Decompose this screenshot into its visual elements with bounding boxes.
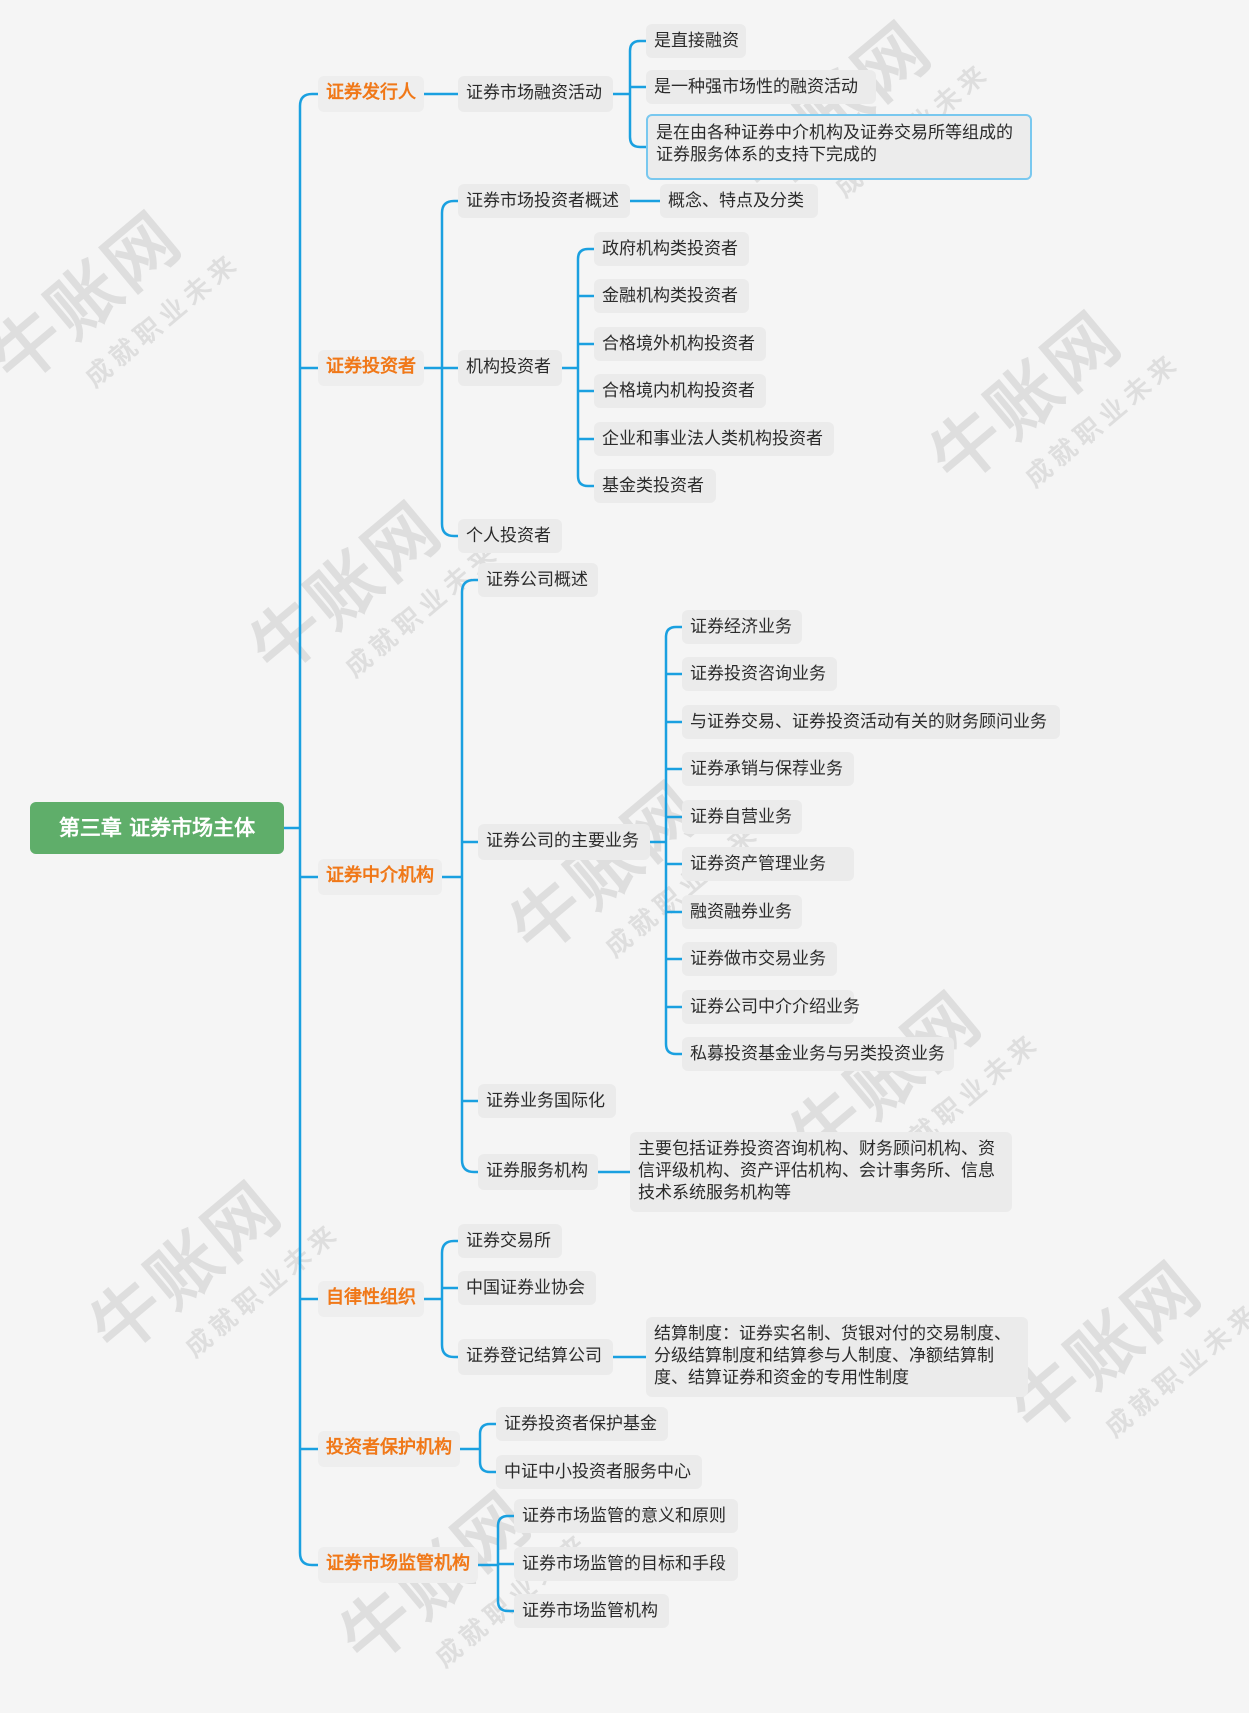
leaf-business-7[interactable]: 证券做市交易业务 xyxy=(682,942,837,976)
subtopic-stock-exchange[interactable]: 证券交易所 xyxy=(458,1224,562,1258)
leaf-institutional-2[interactable]: 合格境外机构投资者 xyxy=(594,327,766,361)
leaf-institutional-4[interactable]: 企业和事业法人类机构投资者 xyxy=(594,422,834,456)
leaf-institutional-1[interactable]: 金融机构类投资者 xyxy=(594,279,749,313)
leaf-service-system[interactable]: 是在由各种证券中介机构及证券交易所等组成的证券服务体系的支持下完成的 xyxy=(646,114,1032,180)
connector-bracket xyxy=(298,92,318,1567)
connector-bracket xyxy=(440,1239,458,1359)
connector-lines xyxy=(284,39,682,1613)
category-2[interactable]: 证券中介机构 xyxy=(318,859,442,895)
leaf-business-9[interactable]: 私募投资基金业务与另类投资业务 xyxy=(682,1037,954,1071)
leaf-business-4[interactable]: 证券自营业务 xyxy=(682,800,802,834)
subtopic-clearing-company[interactable]: 证券登记结算公司 xyxy=(458,1339,613,1375)
leaf-service-institution-detail[interactable]: 主要包括证券投资咨询机构、财务顾问机构、资信评级机构、资产评估机构、会计事务所、… xyxy=(630,1132,1012,1212)
connector-bracket xyxy=(496,1514,514,1613)
category-5[interactable]: 证券市场监管机构 xyxy=(318,1547,478,1583)
root-topic[interactable]: 第三章 证券市场主体 xyxy=(30,802,284,854)
connector-bracket xyxy=(440,199,458,538)
subtopic-securities-company-overview[interactable]: 证券公司概述 xyxy=(478,563,598,597)
subtopic-internationalization[interactable]: 证券业务国际化 xyxy=(478,1084,616,1118)
leaf-institutional-3[interactable]: 合格境内机构投资者 xyxy=(594,374,766,408)
leaf-business-5[interactable]: 证券资产管理业务 xyxy=(682,847,854,881)
connector-bracket xyxy=(576,247,594,488)
category-1[interactable]: 证券投资者 xyxy=(318,350,424,386)
subtopic-service-institution[interactable]: 证券服务机构 xyxy=(478,1154,598,1190)
leaf-institutional-0[interactable]: 政府机构类投资者 xyxy=(594,232,749,266)
subtopic-regulation-institution[interactable]: 证券市场监管机构 xyxy=(514,1594,669,1628)
connector-bracket xyxy=(628,39,646,149)
leaf-business-6[interactable]: 融资融券业务 xyxy=(682,895,802,929)
leaf-business-2[interactable]: 与证券交易、证券投资活动有关的财务顾问业务 xyxy=(682,705,1060,739)
subtopic-institutional-investor[interactable]: 机构投资者 xyxy=(458,350,562,386)
leaf-business-1[interactable]: 证券投资咨询业务 xyxy=(682,657,837,691)
subtopic-investor-overview[interactable]: 证券市场投资者概述 xyxy=(458,184,630,218)
leaf-market-financing[interactable]: 是一种强市场性的融资活动 xyxy=(646,70,876,104)
subtopic-regulation-goals[interactable]: 证券市场监管的目标和手段 xyxy=(514,1547,738,1581)
leaf-concept-features[interactable]: 概念、特点及分类 xyxy=(660,184,818,218)
leaf-business-8[interactable]: 证券公司中介介绍业务 xyxy=(682,990,860,1024)
subtopic-protection-fund[interactable]: 证券投资者保护基金 xyxy=(496,1407,668,1441)
leaf-business-3[interactable]: 证券承销与保荐业务 xyxy=(682,752,854,786)
connector-bracket xyxy=(478,1422,496,1474)
leaf-institutional-5[interactable]: 基金类投资者 xyxy=(594,469,716,503)
subtopic-main-business[interactable]: 证券公司的主要业务 xyxy=(478,824,650,860)
subtopic-small-investor-center[interactable]: 中证中小投资者服务中心 xyxy=(496,1455,702,1489)
connector-bracket xyxy=(664,625,682,1056)
category-0[interactable]: 证券发行人 xyxy=(318,76,424,112)
subtopic-securities-association[interactable]: 中国证券业协会 xyxy=(458,1271,596,1305)
leaf-business-0[interactable]: 证券经济业务 xyxy=(682,610,802,644)
leaf-direct-financing[interactable]: 是直接融资 xyxy=(646,24,746,58)
subtopic-financing-activity[interactable]: 证券市场融资活动 xyxy=(458,76,613,112)
category-3[interactable]: 自律性组织 xyxy=(318,1281,424,1317)
subtopic-regulation-principle[interactable]: 证券市场监管的意义和原则 xyxy=(514,1499,738,1533)
leaf-clearing-system[interactable]: 结算制度：证券实名制、货银对付的交易制度、分级结算制度和结算参与人制度、净额结算… xyxy=(646,1317,1028,1397)
subtopic-individual-investor[interactable]: 个人投资者 xyxy=(458,519,562,553)
connector-bracket xyxy=(460,578,478,1174)
category-4[interactable]: 投资者保护机构 xyxy=(318,1431,460,1467)
